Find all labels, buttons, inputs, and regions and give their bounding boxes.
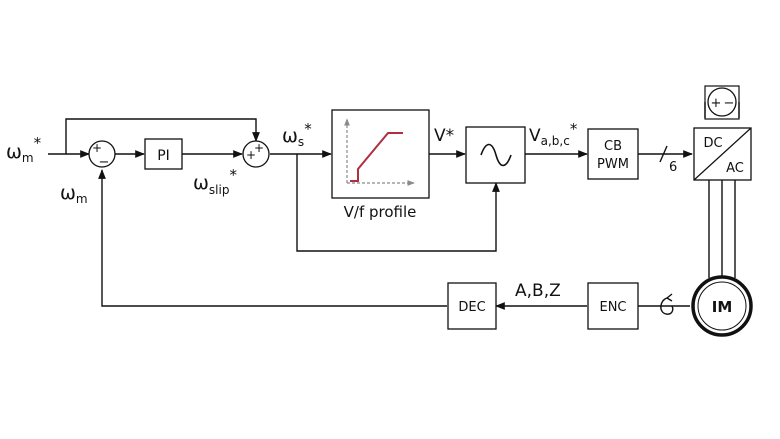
cb-pwm-block: CB PWM bbox=[587, 128, 639, 180]
vf-profile-block bbox=[331, 109, 430, 199]
decoder-block: DEC bbox=[447, 282, 497, 330]
encoder-label: ENC bbox=[599, 300, 626, 315]
omega-m-ref-label: ωm* bbox=[6, 134, 42, 165]
sum-junction-2: + + bbox=[242, 140, 270, 168]
inverter-block: DC AC bbox=[693, 127, 752, 181]
sum1-sign-minus: − bbox=[99, 155, 110, 170]
pi-label: PI bbox=[157, 148, 170, 164]
vabc-ref-label: Va,b,c* bbox=[529, 120, 578, 148]
pi-controller-block: PI bbox=[144, 138, 183, 170]
dc-minus: − bbox=[724, 96, 735, 111]
inverter-dc-label: DC bbox=[703, 136, 722, 151]
vf-profile-label: V/f profile bbox=[344, 203, 417, 221]
sum2-sign-top: + bbox=[254, 141, 264, 155]
inverter-ac-label: AC bbox=[726, 161, 744, 176]
vf-curve bbox=[350, 132, 403, 182]
omega-s-ref-label: ωs* bbox=[282, 120, 312, 149]
rotation-arrowhead-icon bbox=[665, 293, 673, 302]
sum2-sign-left: + bbox=[246, 148, 256, 162]
cbpwm-label-line1: CB bbox=[604, 139, 622, 154]
sine-wave-icon bbox=[480, 143, 512, 167]
dc-plus: + bbox=[711, 96, 722, 111]
induction-motor: IM bbox=[691, 275, 753, 337]
omega-m-feedback-label: ωm bbox=[60, 182, 88, 206]
encoder-signals-label: A,B,Z bbox=[515, 281, 561, 301]
motor-label: IM bbox=[712, 298, 733, 316]
cbpwm-label-line2: PWM bbox=[597, 157, 629, 172]
sum-junction-1: + − bbox=[88, 140, 116, 170]
v-ref-label: V* bbox=[434, 126, 454, 146]
bus-width-label: 6 bbox=[669, 160, 677, 175]
rotation-arrow-icon bbox=[660, 297, 674, 315]
omega-slip-ref-label: ωslip* bbox=[193, 166, 237, 197]
oscillator-block bbox=[465, 126, 526, 184]
sum1-sign-plus: + bbox=[92, 141, 102, 155]
dc-source: + − bbox=[704, 85, 740, 120]
decoder-label: DEC bbox=[458, 300, 485, 315]
encoder-block: ENC bbox=[587, 282, 639, 330]
